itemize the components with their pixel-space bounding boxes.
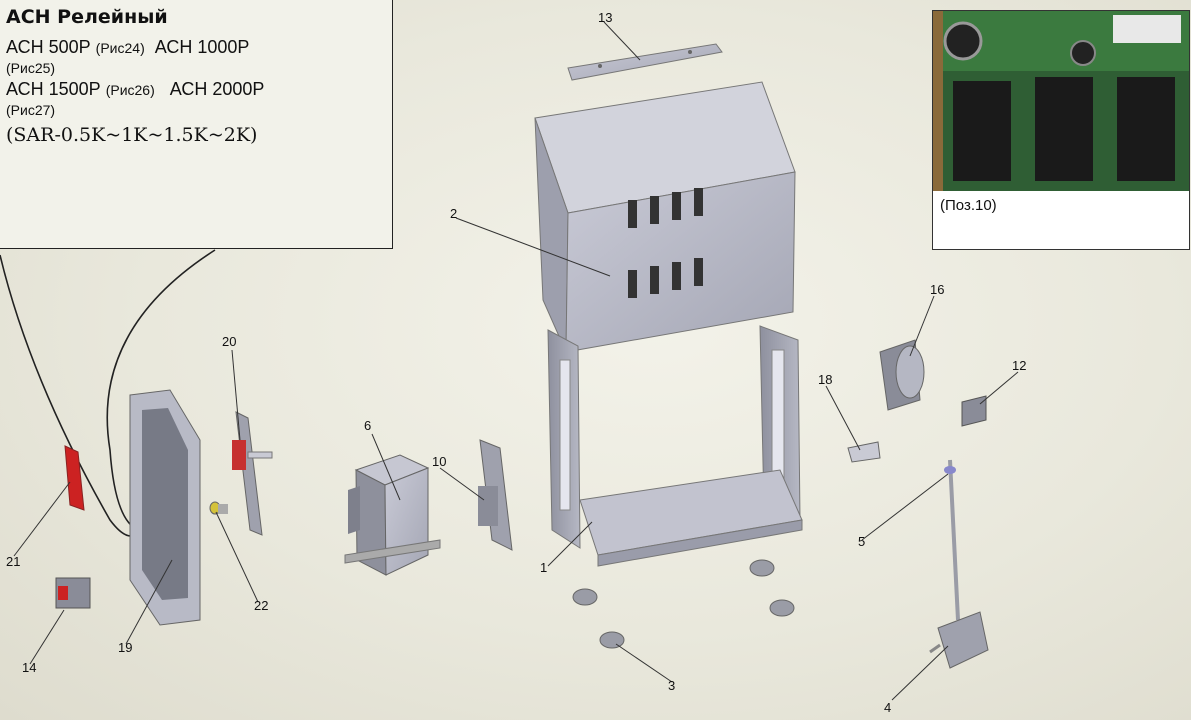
photo-caption: (Поз.10) — [940, 197, 997, 214]
connector-line-left — [0, 254, 136, 537]
part-20-pcb — [232, 411, 273, 536]
callout-20: 20 — [222, 334, 236, 349]
model-1500: АСН 1500Р — [6, 79, 101, 99]
part-6-transformer — [344, 454, 441, 576]
callout-22: 22 — [254, 598, 268, 613]
relay-photo-box — [932, 10, 1190, 250]
callout-18: 18 — [818, 372, 832, 387]
part-4-5-power-cord — [929, 459, 989, 669]
part-13-bracket — [567, 43, 723, 81]
info-title: АСН Релейный — [6, 6, 168, 28]
part-19-front-panel — [129, 389, 201, 626]
callout-labels: 13 2 20 16 12 18 6 10 5 1 21 22 19 14 3 … — [6, 10, 1026, 715]
part-1-chassis — [547, 325, 803, 567]
model-1000: АСН 1000Р — [154, 37, 250, 57]
callout-10: 10 — [432, 454, 446, 469]
callout-16: 16 — [930, 282, 944, 297]
leader-lines — [13, 21, 1019, 701]
callout-14: 14 — [22, 660, 36, 675]
model-500: АСН 500Р — [6, 37, 91, 57]
info-line-3: АСН 1500Р (Рис26) АСН 2000Р — [6, 78, 386, 100]
callout-5: 5 — [858, 534, 865, 549]
fig-25: (Рис25) — [6, 60, 56, 76]
callout-6: 6 — [364, 418, 371, 433]
callout-3: 3 — [668, 678, 675, 693]
part-16-meter — [879, 339, 925, 411]
part-14-switch — [55, 577, 91, 609]
callout-13: 13 — [598, 10, 612, 25]
callout-2: 2 — [450, 206, 457, 221]
info-line-1: АСН 500Р (Рис24) АСН 1000Р — [6, 36, 386, 58]
part-12-fuse — [961, 395, 987, 427]
part-18-gland — [847, 441, 881, 463]
part-21-indicator — [64, 445, 85, 511]
model-series: (SAR-0.5K~1K~1.5K~2K) — [6, 124, 258, 146]
model-2000: АСН 2000Р — [169, 79, 265, 99]
callout-4: 4 — [884, 700, 891, 715]
callout-21: 21 — [6, 554, 20, 569]
connector-line-right — [106, 249, 216, 531]
callout-12: 12 — [1012, 358, 1026, 373]
part-22-knob — [209, 501, 228, 515]
part-10-relay-board — [478, 439, 513, 551]
callout-19: 19 — [118, 640, 132, 655]
fig-26: (Рис26) — [105, 82, 155, 98]
relay-photo — [933, 11, 1189, 191]
model-info-box: АСН Релейный АСН 500Р (Рис24) АСН 1000Р … — [0, 0, 393, 249]
fig-24: (Рис24) — [95, 40, 145, 56]
part-2-cover — [534, 81, 796, 353]
callout-1: 1 — [540, 560, 547, 575]
fig-27: (Рис27) — [6, 102, 56, 118]
part-3-feet — [572, 559, 795, 649]
